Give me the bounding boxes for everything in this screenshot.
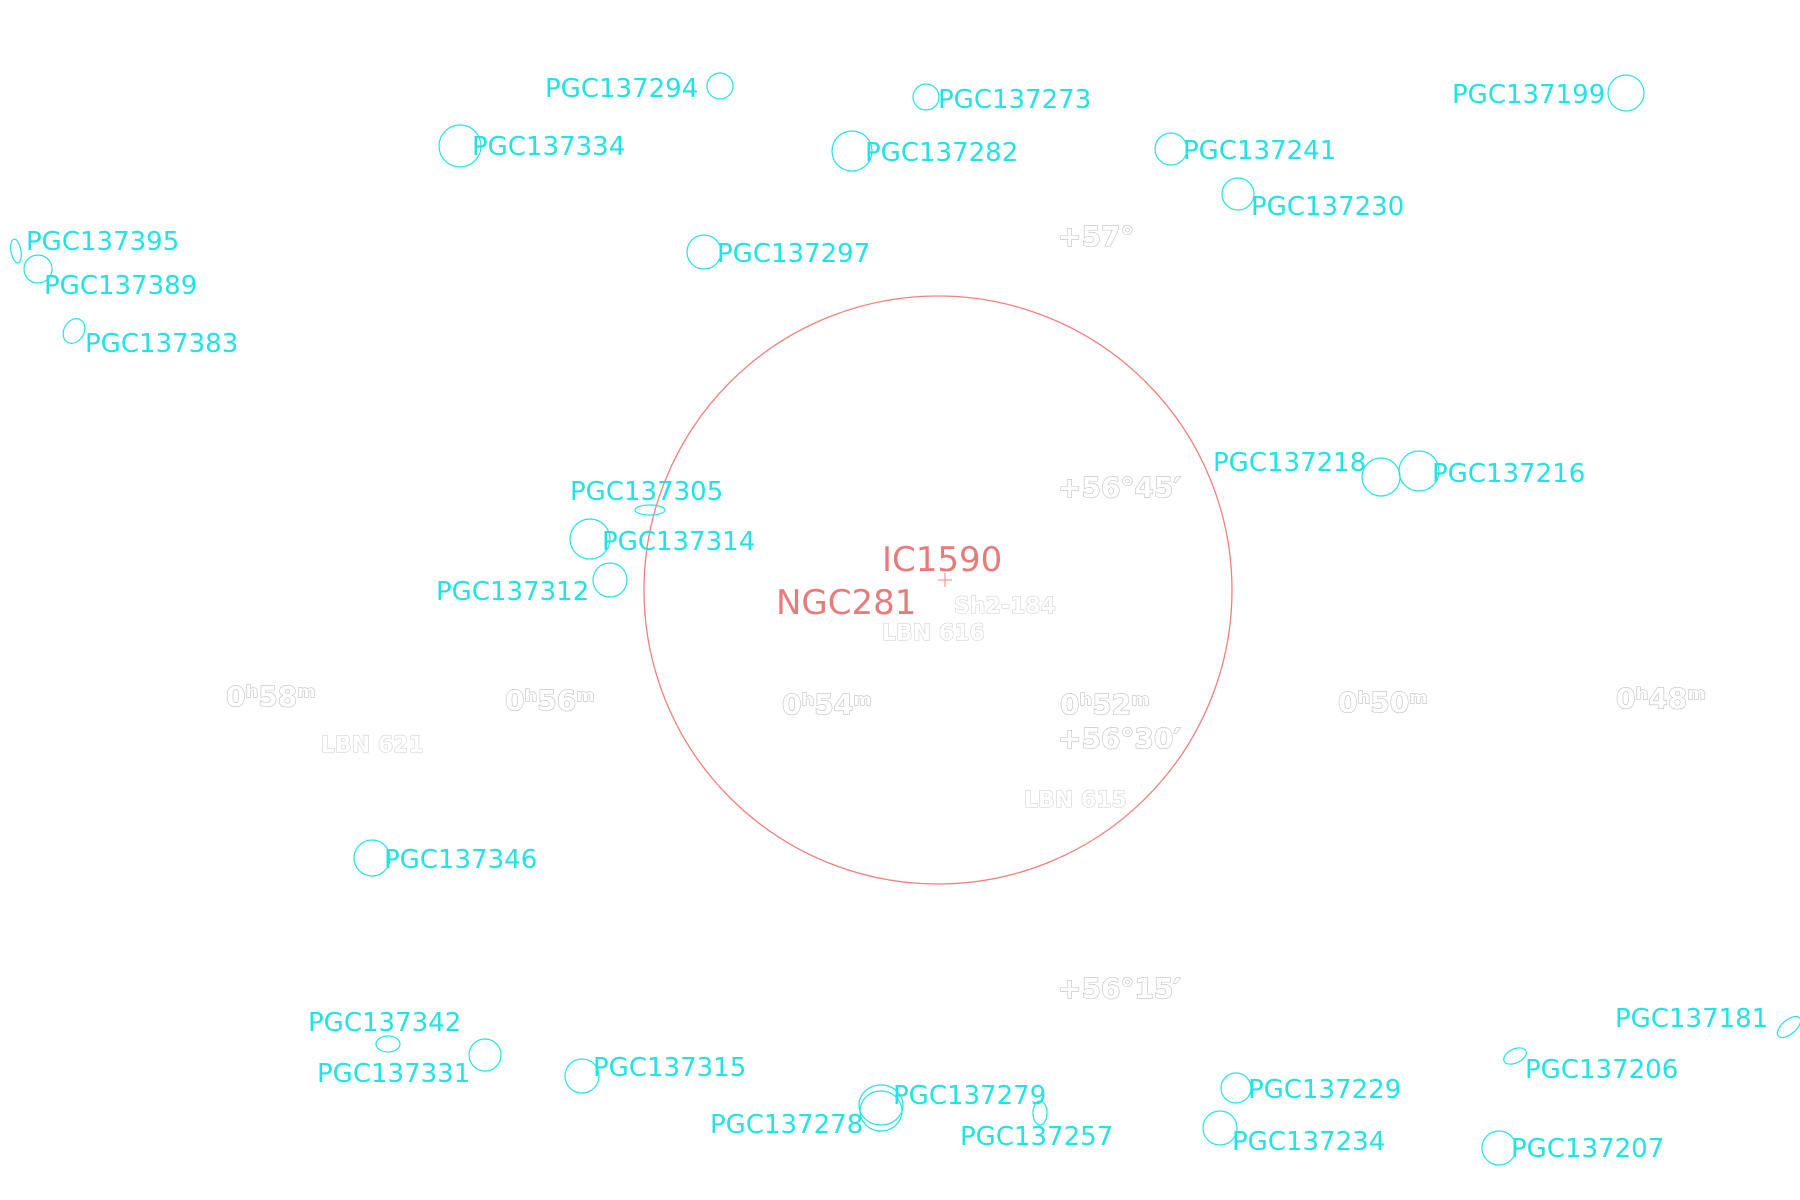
pgc137229-marker[interactable]: [1220, 1072, 1252, 1104]
pgc137273-label[interactable]: PGC137273: [938, 85, 1091, 115]
ic1590-label[interactable]: IC1590: [882, 540, 1002, 580]
pgc137199-label[interactable]: PGC137199: [1452, 80, 1605, 110]
ldn621-label[interactable]: LBN 621: [321, 733, 425, 759]
galaxy-labels: PGC137294 PGC137273 PGC137199 PGC137334 …: [26, 74, 1768, 1164]
sh2-184-label[interactable]: Sh2-184: [954, 594, 1057, 620]
pgc137216-label[interactable]: PGC137216: [1432, 459, 1585, 489]
pgc137216-marker[interactable]: [1398, 450, 1440, 492]
ldn616-label[interactable]: LBN 616: [882, 621, 986, 647]
pgc137389-marker[interactable]: [23, 254, 53, 284]
ra-label-0h50: 0ʰ50ᵐ: [1338, 686, 1428, 719]
pgc137230-marker[interactable]: [1221, 177, 1255, 211]
pgc137207-marker[interactable]: [1481, 1130, 1517, 1166]
ngc281-label[interactable]: NGC281: [776, 583, 916, 623]
pgc137346-marker[interactable]: [353, 839, 391, 877]
pgc137342-marker[interactable]: [375, 1035, 401, 1053]
pgc137312-marker[interactable]: [592, 562, 628, 598]
pgc137241-label[interactable]: PGC137241: [1183, 136, 1336, 166]
ra-label-0h48: 0ʰ48ᵐ: [1616, 682, 1706, 715]
pgc137234-label[interactable]: PGC137234: [1232, 1127, 1385, 1157]
pgc137229-label[interactable]: PGC137229: [1248, 1075, 1401, 1105]
pgc137234-marker[interactable]: [1202, 1110, 1238, 1146]
pgc137278-marker[interactable]: [859, 1090, 903, 1132]
pgc137207-label[interactable]: PGC137207: [1511, 1134, 1664, 1164]
pgc137273-marker[interactable]: [912, 83, 940, 111]
ngc281-outline[interactable]: [643, 295, 1233, 885]
pgc137279-marker[interactable]: [858, 1084, 904, 1126]
pgc137257-marker[interactable]: [1032, 1100, 1048, 1126]
pgc137294-marker[interactable]: [706, 72, 734, 100]
pgc137297-label[interactable]: PGC137297: [717, 239, 870, 269]
galaxy-markers: [9, 72, 1800, 1166]
pgc137282-marker[interactable]: [831, 130, 873, 172]
dec-label-57: +57°: [1058, 220, 1134, 253]
pgc137257-label[interactable]: PGC137257: [960, 1122, 1113, 1152]
pgc137278-label[interactable]: PGC137278: [710, 1110, 863, 1140]
pgc137218-label[interactable]: PGC137218: [1213, 448, 1366, 478]
pgc137342-label[interactable]: PGC137342: [308, 1008, 461, 1038]
nebula-layer: IC1590 NGC281 Sh2-184 LBN 616 LBN 621 LB…: [321, 295, 1233, 885]
pgc137206-marker[interactable]: [1501, 1045, 1529, 1068]
pgc137331-label[interactable]: PGC137331: [317, 1059, 470, 1089]
ra-label-0h54: 0ʰ54ᵐ: [782, 688, 872, 721]
pgc137279-label[interactable]: PGC137279: [893, 1081, 1046, 1111]
pgc137315-marker[interactable]: [564, 1058, 600, 1094]
pgc137383-marker[interactable]: [59, 315, 89, 348]
coordinate-grid-labels: +57° +56°45′ +56°30′ +56°15′ 0ʰ58ᵐ 0ʰ56ᵐ…: [225, 219, 1706, 1005]
pgc137395-marker[interactable]: [9, 238, 23, 264]
pgc137230-label[interactable]: PGC137230: [1251, 192, 1404, 222]
pgc137282-label[interactable]: PGC137282: [865, 138, 1018, 168]
dec-label-56-45: +56°45′: [1058, 471, 1181, 504]
ldn615-label[interactable]: LBN 615: [1024, 788, 1128, 814]
pgc137305-label[interactable]: PGC137305: [570, 477, 723, 507]
pgc137389-label[interactable]: PGC137389: [44, 271, 197, 301]
pgc137383-label[interactable]: PGC137383: [85, 329, 238, 359]
pgc137334-marker[interactable]: [438, 124, 482, 168]
pgc137218-marker[interactable]: [1361, 457, 1401, 497]
pgc137315-label[interactable]: PGC137315: [593, 1053, 746, 1083]
pgc137297-marker[interactable]: [686, 234, 722, 270]
ra-label-0h52: 0ʰ52ᵐ: [1060, 688, 1150, 721]
pgc137241-marker[interactable]: [1154, 132, 1188, 166]
pgc137334-label[interactable]: PGC137334: [472, 132, 625, 162]
pgc137181-label[interactable]: PGC137181: [1615, 1004, 1768, 1034]
pgc137294-label[interactable]: PGC137294: [545, 74, 698, 104]
ra-label-0h56: 0ʰ56ᵐ: [505, 684, 595, 717]
pgc137395-label[interactable]: PGC137395: [26, 227, 179, 257]
dec-label-56-30: +56°30′: [1058, 722, 1181, 755]
pgc137305-marker[interactable]: [634, 504, 666, 516]
pgc137181-marker[interactable]: [1774, 1013, 1800, 1042]
pgc137206-label[interactable]: PGC137206: [1525, 1055, 1678, 1085]
pgc137199-marker[interactable]: [1607, 74, 1645, 112]
pgc137312-label[interactable]: PGC137312: [436, 577, 589, 607]
pgc137331-marker[interactable]: [468, 1038, 502, 1072]
pgc137314-marker[interactable]: [569, 518, 611, 560]
ra-label-0h58: 0ʰ58ᵐ: [226, 680, 316, 713]
pgc137314-label[interactable]: PGC137314: [602, 527, 755, 557]
dec-label-56-15: +56°15′: [1058, 972, 1181, 1005]
pgc137346-label[interactable]: PGC137346: [384, 845, 537, 875]
